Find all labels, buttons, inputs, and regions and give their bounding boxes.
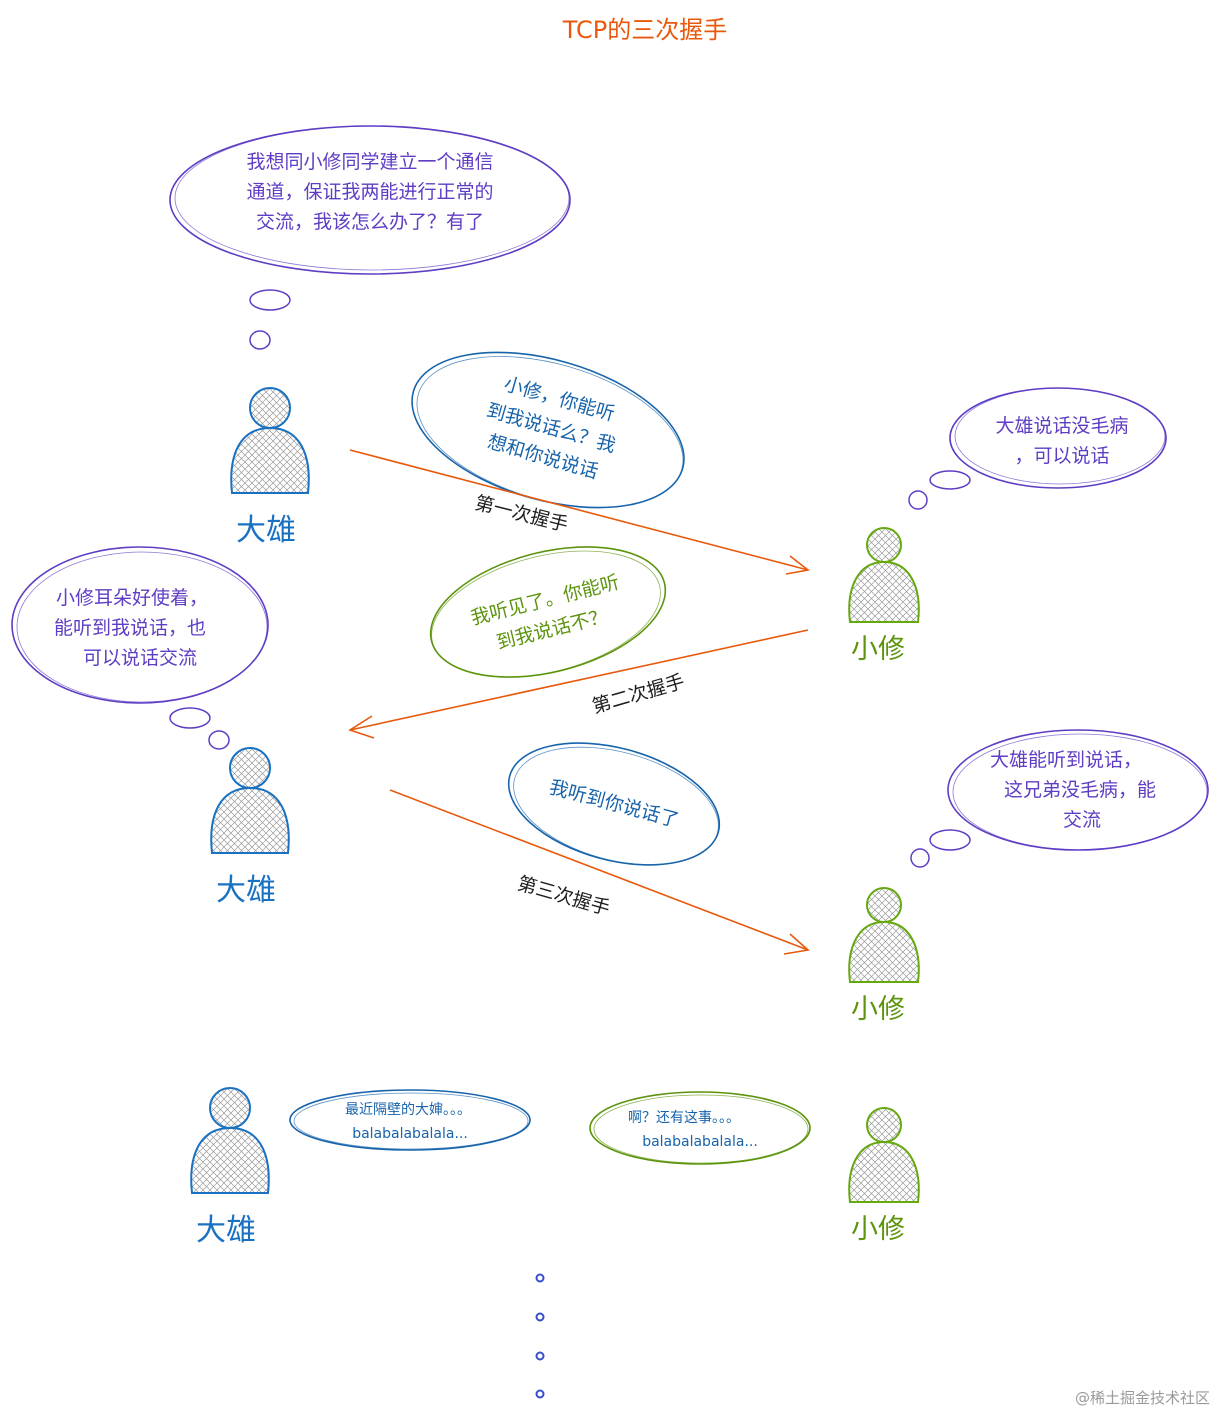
daxiong-chat-bubble: 最近隔壁的大婶。。。 balabalabalala... xyxy=(289,1089,531,1151)
bubble-line: ，可以说话 xyxy=(1014,445,1109,467)
bubble-line: 交流，我该怎么办了？有了 xyxy=(256,211,484,233)
person-label: 大雄 xyxy=(196,1213,256,1248)
person-label: 小修 xyxy=(851,634,905,665)
watermark: @稀土掘金技术社区 xyxy=(1074,1389,1210,1407)
person-xiaoxiu: 小修 xyxy=(848,887,920,1025)
person-daxiong: 大雄 xyxy=(230,387,310,548)
xiaoxiu-chat-bubble: 啊？还有这事。。。 balabalabalala... xyxy=(589,1091,811,1165)
third-handshake-arrow: 第三次握手 xyxy=(389,789,810,955)
bubble-line: 大雄能听到说话， xyxy=(990,749,1142,771)
diagram-title: TCP的三次握手 xyxy=(562,16,727,44)
dot xyxy=(535,1273,545,1283)
xiaoxiu-thought-bubble-1: 大雄说话没毛病 ，可以说话 xyxy=(908,387,1167,510)
person-xiaoxiu: 小修 xyxy=(848,1107,920,1245)
arrow-label: 第一次握手 xyxy=(473,492,571,536)
bubble-line: 最近隔壁的大婶。。。 xyxy=(345,1102,471,1118)
person-daxiong: 大雄 xyxy=(210,747,290,908)
dot xyxy=(535,1312,545,1322)
person-label: 大雄 xyxy=(216,873,276,908)
person-label: 小修 xyxy=(851,1214,905,1245)
xiaoxiu-thought-bubble-2: 大雄能听到说话， 这兄弟没毛病，能 交流 xyxy=(910,729,1209,868)
arrow-label: 第三次握手 xyxy=(515,873,612,920)
third-message-bubble: 我听到你说话了 xyxy=(507,742,721,866)
person-label: 小修 xyxy=(851,994,905,1025)
bubble-line: 可以说话交流 xyxy=(83,647,197,669)
bubble-line: 能听到我说话，也 xyxy=(54,617,206,639)
bubble-line: 我想同小修同学建立一个通信 xyxy=(246,151,493,173)
bubble-line: 啊？还有这事。。。 xyxy=(628,1109,740,1126)
bubble-line: 这兄弟没毛病，能 xyxy=(1004,779,1156,801)
arrow-label: 第二次握手 xyxy=(590,671,687,718)
person-xiaoxiu: 小修 xyxy=(848,527,920,665)
second-handshake-arrow: 第二次握手 xyxy=(348,629,809,739)
dot xyxy=(535,1351,545,1361)
bubble-line: 小修耳朵好使着， xyxy=(56,587,208,609)
daxiong-thought-bubble-2: 小修耳朵好使着， 能听到我说话，也 可以说话交流 xyxy=(11,546,269,750)
person-daxiong: 大雄 xyxy=(190,1087,270,1248)
person-label: 大雄 xyxy=(236,513,296,548)
bubble-line: 交流 xyxy=(1063,809,1101,831)
continuation-dots xyxy=(535,1273,545,1399)
daxiong-thought-bubble: 我想同小修同学建立一个通信 通道，保证我两能进行正常的 交流，我该怎么办了？有了 xyxy=(169,125,571,350)
dot xyxy=(535,1389,545,1399)
first-message-bubble: 小修，你能听 到我说话么？我 想和你说说话 xyxy=(411,351,685,509)
second-message-bubble: 我听见了。你能听 到我说话不？ xyxy=(429,546,667,678)
bubble-line: balabalabalala... xyxy=(352,1126,468,1142)
bubble-line: 我听到你说话了 xyxy=(547,776,681,832)
bubble-line: 通道，保证我两能进行正常的 xyxy=(246,181,493,203)
bubble-line: balabalabalala... xyxy=(642,1134,758,1150)
bubble-line: 大雄说话没毛病 xyxy=(995,415,1128,437)
